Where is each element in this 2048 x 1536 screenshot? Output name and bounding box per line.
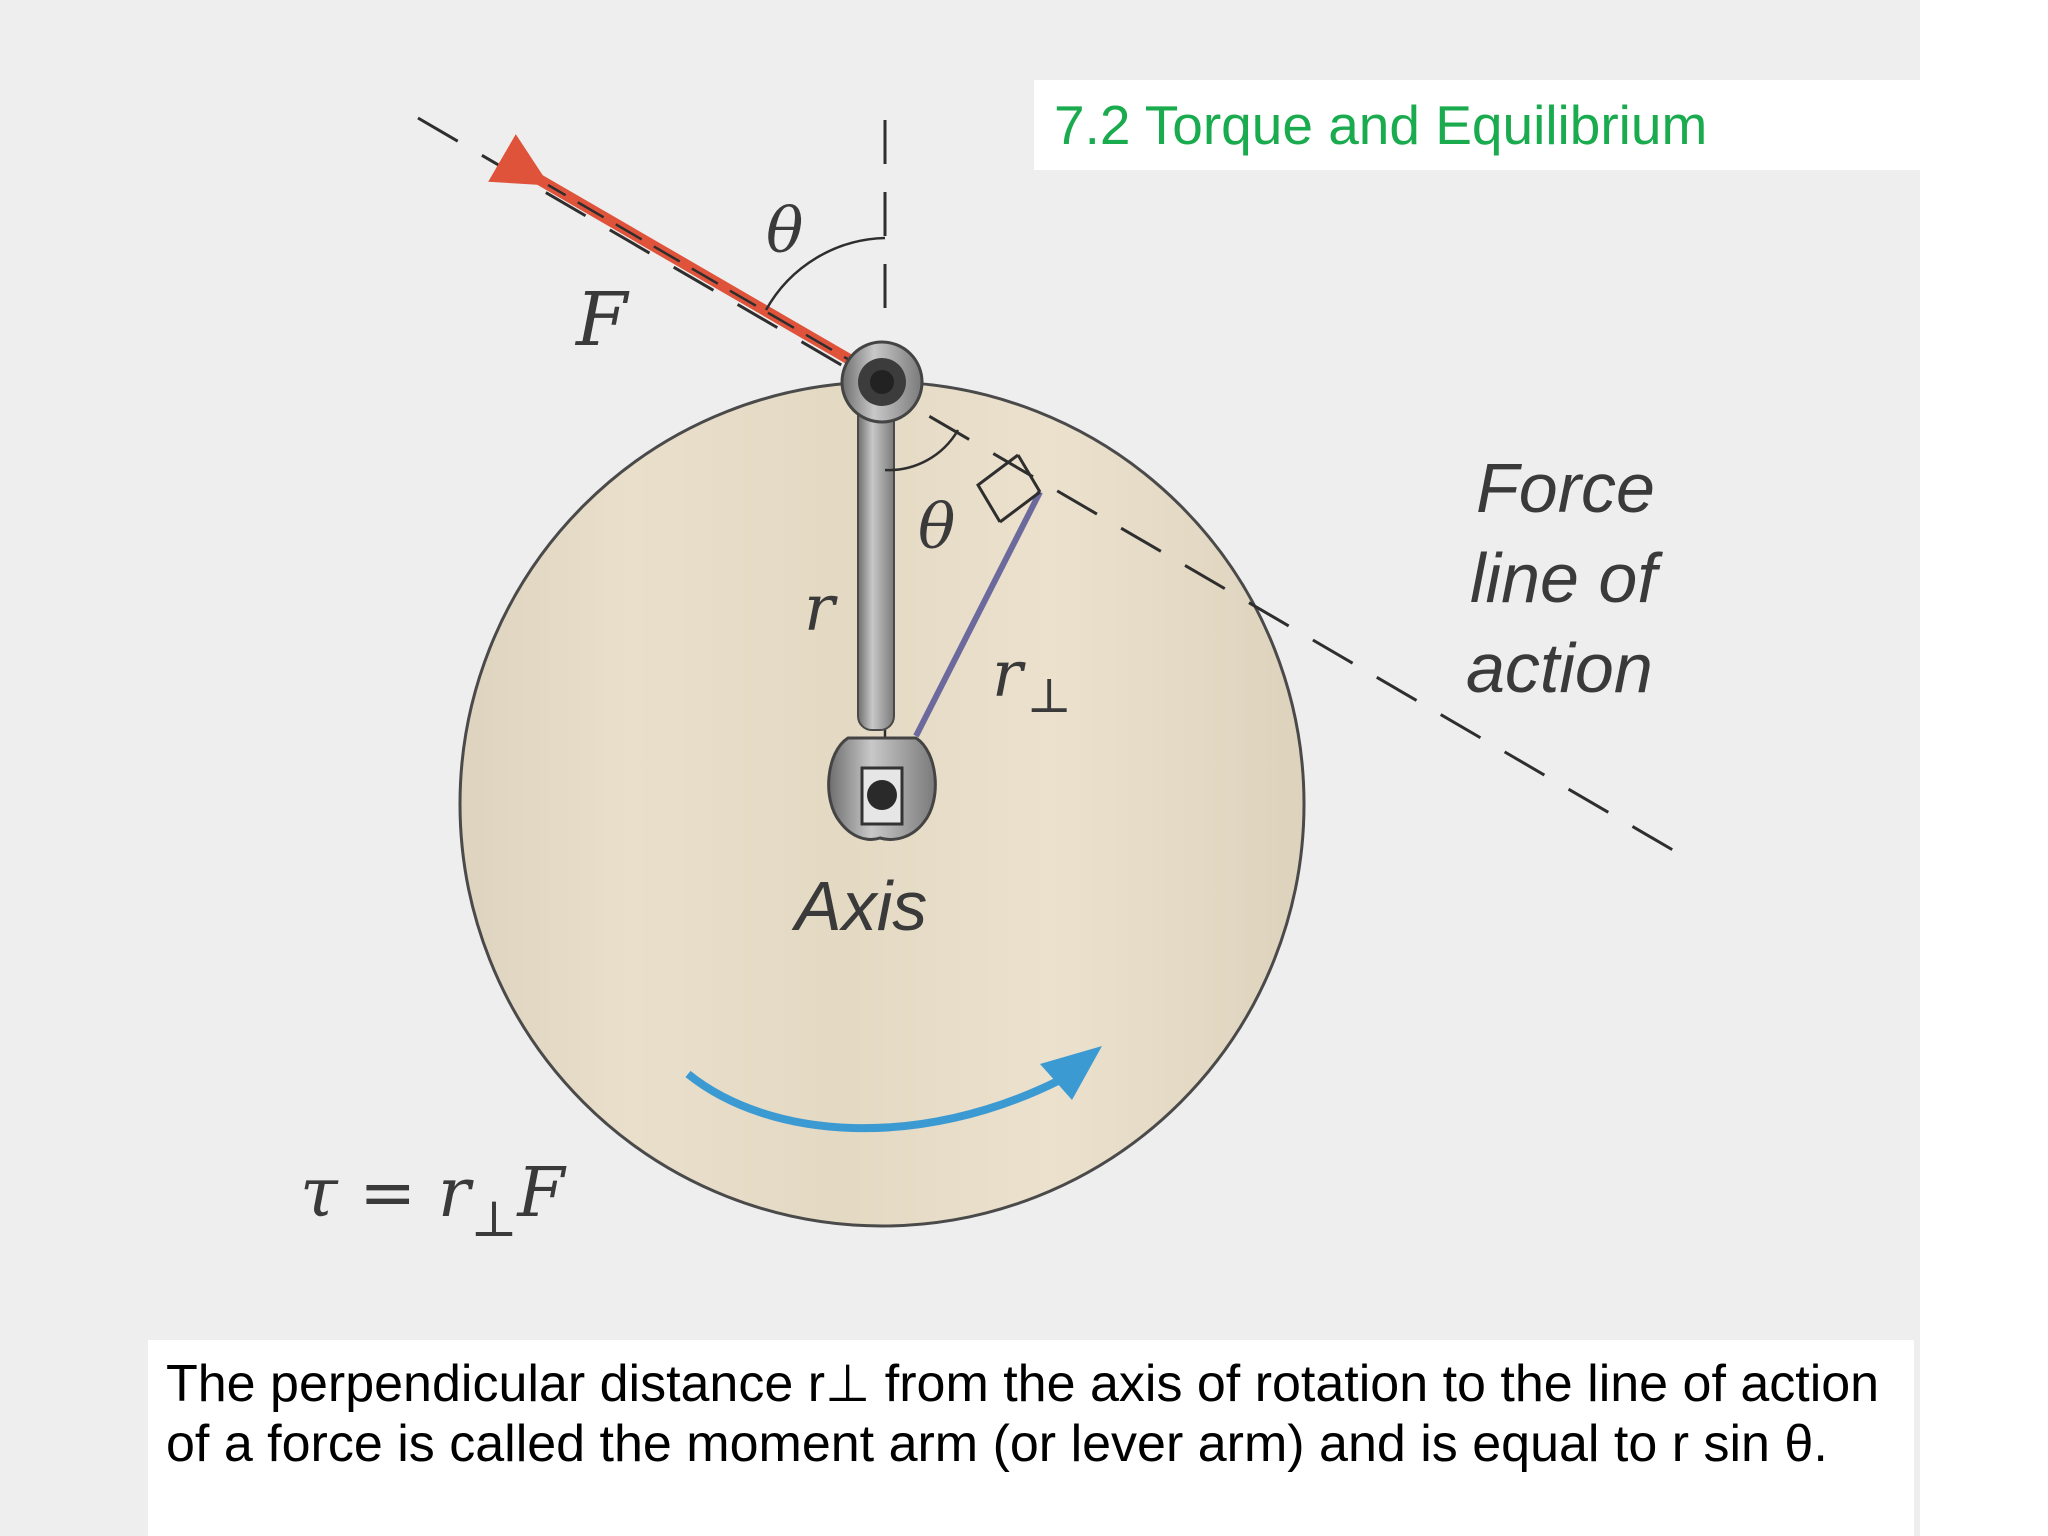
moment-arm-line bbox=[913, 490, 1043, 738]
force-line-label-1: Force bbox=[1476, 449, 1655, 527]
axis-bolt bbox=[867, 780, 897, 810]
rotation-arrowhead bbox=[1040, 1046, 1102, 1100]
title-box: 7.2 Torque and Equilibrium bbox=[1034, 80, 1920, 170]
force-label: F bbox=[574, 277, 630, 363]
theta-inner-arc bbox=[884, 429, 960, 472]
right-angle-marker bbox=[976, 453, 1042, 524]
r-label: r bbox=[804, 572, 838, 646]
force-line-of-action bbox=[417, 116, 1691, 862]
pivot-bolt-center bbox=[870, 370, 894, 394]
rotation-arrow bbox=[685, 1070, 1062, 1133]
force-line-label-2: line of bbox=[1470, 539, 1663, 617]
caption-box: The perpendicular distance r⊥ from the a… bbox=[148, 1340, 1914, 1536]
theta-top-arc bbox=[764, 236, 886, 311]
force-arrow-dash-overlay bbox=[547, 183, 871, 374]
wrench-handle bbox=[857, 399, 895, 731]
torque-equation: τ = r⊥F bbox=[300, 1154, 567, 1248]
slide-margin bbox=[1920, 0, 2048, 1536]
r-perp-label: r⊥ bbox=[992, 638, 1072, 724]
force-line-label-3: action bbox=[1466, 629, 1653, 707]
theta-inner-label: θ bbox=[918, 490, 955, 563]
slide-title: 7.2 Torque and Equilibrium bbox=[1054, 94, 1708, 156]
theta-top-label: θ bbox=[766, 194, 803, 267]
axis-label: Axis bbox=[791, 867, 927, 945]
torque-diagram: F θ θ r r⊥ Axis Force line of action τ =… bbox=[300, 116, 1691, 1248]
slide-caption: The perpendicular distance r⊥ from the a… bbox=[166, 1355, 1880, 1473]
